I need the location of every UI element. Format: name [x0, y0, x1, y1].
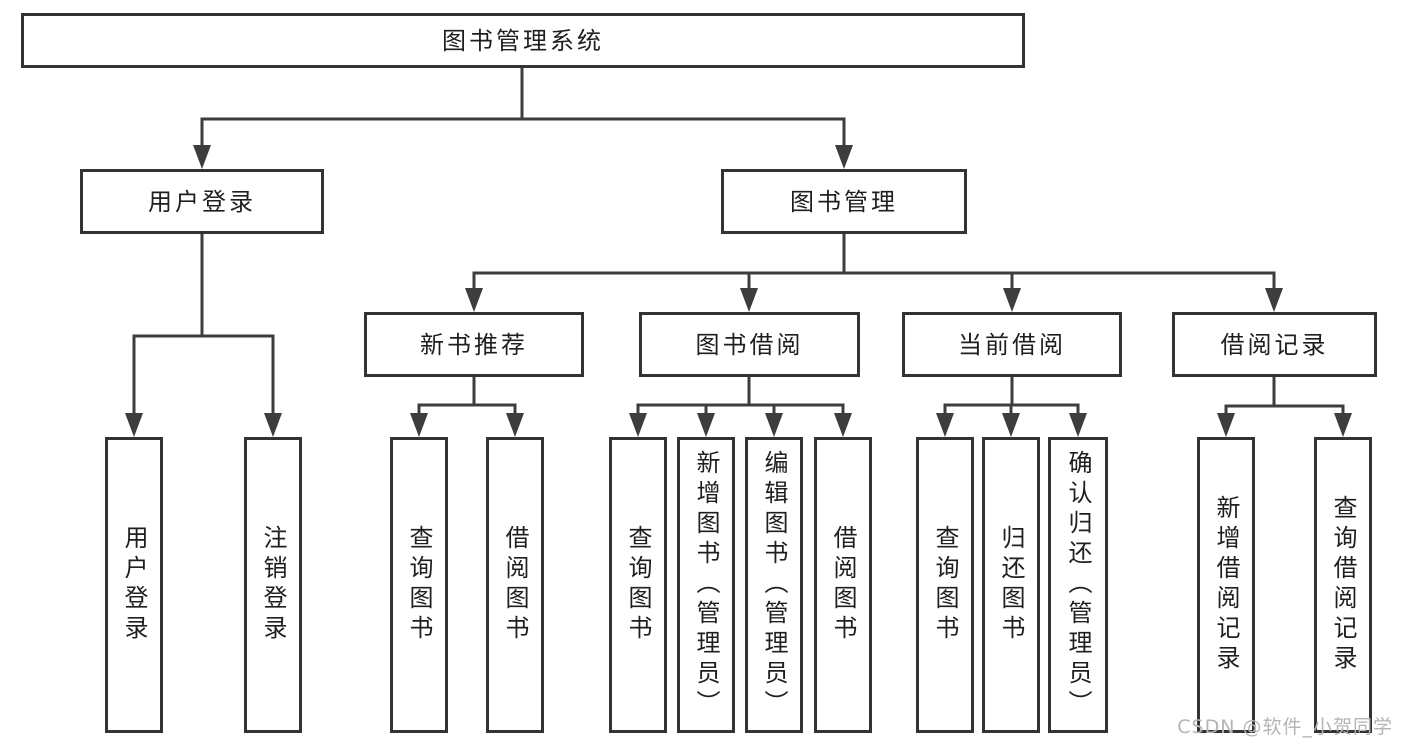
- node-current-borrowing: 当前借阅: [902, 312, 1122, 377]
- arrowhead: [835, 145, 853, 169]
- arrowhead: [629, 413, 647, 437]
- leaf-records-query-record: 查询借阅记录: [1314, 437, 1372, 733]
- arrowhead: [1334, 413, 1352, 437]
- arrowhead: [193, 145, 211, 169]
- node-label: 图书管理: [790, 187, 898, 216]
- connectors-borrowing-records: [1217, 375, 1352, 437]
- node-label: 当前借阅: [958, 330, 1066, 359]
- connectors-user-login: [125, 232, 282, 437]
- node-book-management: 图书管理: [721, 169, 967, 234]
- leaf-label: 借阅图书: [501, 525, 529, 645]
- arrowhead: [264, 413, 282, 437]
- arrowhead: [465, 288, 483, 312]
- leaf-label: 查询图书: [931, 525, 959, 645]
- leaf-label: 新增图书（管理员）: [692, 450, 720, 720]
- node-library-system: 图书管理系统: [21, 13, 1025, 68]
- leaf-logout-login: 注销登录: [244, 437, 302, 733]
- leaf-recommend-query-book: 查询图书: [390, 437, 448, 733]
- connectors-book-management: [465, 232, 1283, 312]
- leaf-borrowing-borrow-book: 借阅图书: [814, 437, 872, 733]
- connectors-book-borrowing: [629, 375, 852, 437]
- leaf-user-login: 用户登录: [105, 437, 163, 733]
- leaf-current-return-book: 归还图书: [982, 437, 1040, 733]
- leaf-records-add-record: 新增借阅记录: [1197, 437, 1255, 733]
- arrowhead: [936, 413, 954, 437]
- leaf-current-confirm-return-admin: 确认归还（管理员）: [1048, 437, 1108, 733]
- leaf-borrowing-query-book: 查询图书: [609, 437, 667, 733]
- leaf-borrowing-add-book-admin: 新增图书（管理员）: [677, 437, 735, 733]
- leaf-label: 归还图书: [997, 525, 1025, 645]
- node-borrowing-records: 借阅记录: [1172, 312, 1377, 377]
- leaf-label: 查询图书: [405, 525, 433, 645]
- arrowhead: [410, 413, 428, 437]
- leaf-label: 注销登录: [259, 525, 287, 645]
- leaf-label: 用户登录: [120, 525, 148, 645]
- arrowhead: [506, 413, 524, 437]
- leaf-borrowing-edit-book-admin: 编辑图书（管理员）: [745, 437, 803, 733]
- node-label: 新书推荐: [420, 330, 528, 359]
- node-new-book-recommend: 新书推荐: [364, 312, 584, 377]
- arrowhead: [740, 288, 758, 312]
- csdn-watermark: CSDN @软件_小贺同学: [1177, 716, 1393, 738]
- arrowhead: [765, 413, 783, 437]
- node-user-login: 用户登录: [80, 169, 324, 234]
- leaf-label: 借阅图书: [829, 525, 857, 645]
- node-book-borrowing: 图书借阅: [639, 312, 860, 377]
- leaf-recommend-borrow-book: 借阅图书: [486, 437, 544, 733]
- leaf-label: 新增借阅记录: [1212, 495, 1240, 675]
- node-label: 图书借阅: [695, 330, 804, 359]
- connectors-root: [193, 66, 853, 169]
- arrowhead: [834, 413, 852, 437]
- leaf-label: 确认归还（管理员）: [1064, 450, 1092, 720]
- arrowhead: [1003, 288, 1021, 312]
- leaf-current-query-book: 查询图书: [916, 437, 974, 733]
- leaf-label: 查询图书: [624, 525, 652, 645]
- arrowhead: [1265, 288, 1283, 312]
- arrowhead: [697, 413, 715, 437]
- leaf-label: 查询借阅记录: [1329, 495, 1357, 675]
- arrowhead: [125, 413, 143, 437]
- arrowhead: [1002, 413, 1020, 437]
- node-label: 借阅记录: [1220, 330, 1329, 359]
- node-label: 图书管理系统: [442, 26, 604, 55]
- arrowhead: [1069, 413, 1087, 437]
- node-label: 用户登录: [148, 187, 256, 216]
- connectors-current-borrowing: [936, 375, 1087, 437]
- leaf-label: 编辑图书（管理员）: [760, 450, 788, 720]
- arrowhead: [1217, 413, 1235, 437]
- connectors-new-book-recommend: [410, 375, 524, 437]
